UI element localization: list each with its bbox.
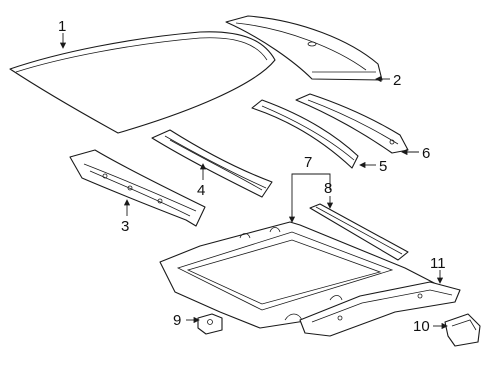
roof-rail [251, 99, 359, 169]
callout-6: 6 [422, 145, 430, 162]
rear-roof-reinforcement [295, 93, 409, 154]
sunroof-deflector [309, 203, 409, 261]
sunroof-frame [159, 221, 441, 329]
leader-lines [59, 33, 448, 330]
clip-part [197, 313, 223, 335]
callout-labels: 1 2 3 4 5 6 7 8 9 10 11 [58, 18, 446, 335]
small-bracket [444, 313, 481, 347]
roof-panel [9, 31, 276, 134]
callout-8: 8 [324, 180, 332, 197]
callout-4: 4 [197, 182, 205, 199]
callout-10: 10 [413, 318, 430, 335]
callout-2: 2 [393, 72, 401, 89]
callout-5: 5 [379, 158, 387, 175]
callout-7: 7 [304, 154, 312, 171]
callout-11: 11 [430, 255, 446, 272]
roof-rear-panel [225, 15, 383, 81]
roof-reinforcement [151, 129, 273, 198]
callout-1: 1 [58, 18, 66, 35]
callout-3: 3 [121, 218, 129, 235]
callout-9: 9 [173, 312, 181, 329]
front-header-panel [69, 149, 206, 227]
side-bracket [299, 281, 461, 337]
